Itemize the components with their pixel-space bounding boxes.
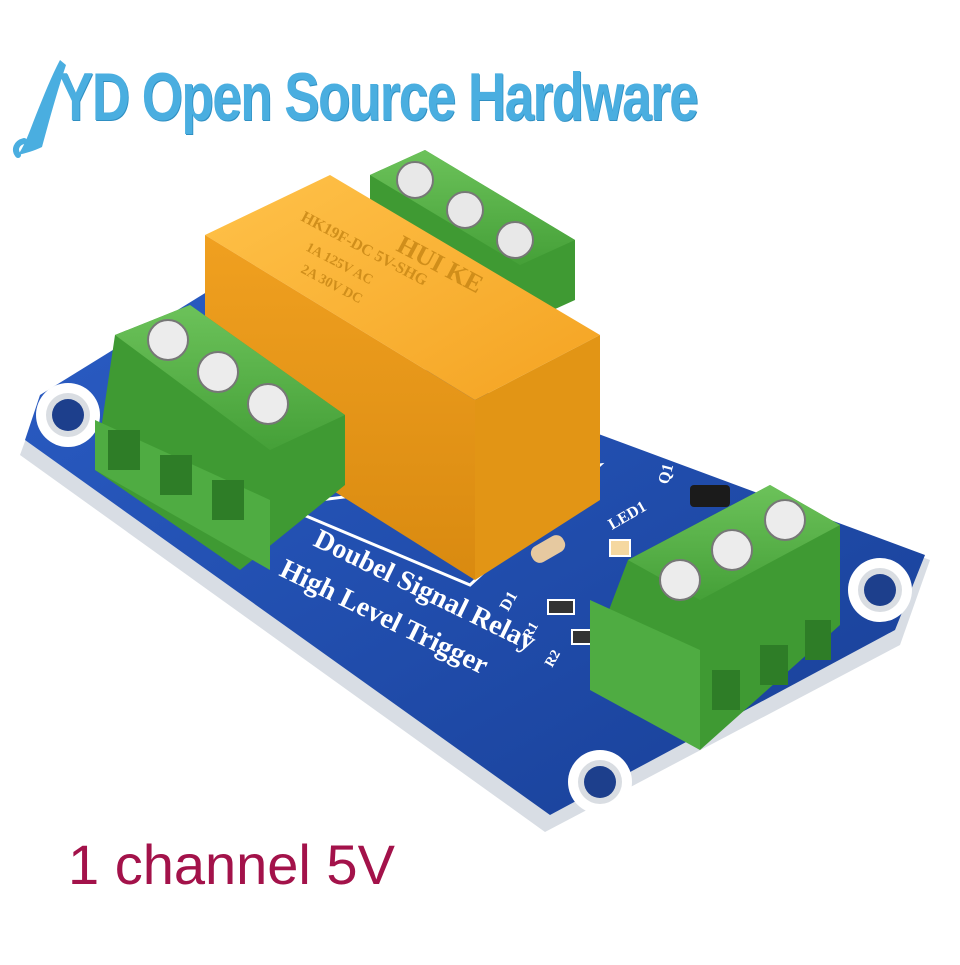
diode <box>530 535 566 563</box>
terminal-block-back <box>370 150 575 325</box>
watermark: YD Open Source Hardware <box>58 59 699 135</box>
label-resistor-1: R1 <box>520 620 542 642</box>
mounting-hole <box>848 558 912 622</box>
relay: HUI KE HK19F-DC 5V-SHG 1A 125V AC 2A 30V… <box>205 175 600 580</box>
mounting-hole <box>568 750 632 814</box>
caption: 1 channel 5V <box>68 833 395 896</box>
label-resistor-2: R2 <box>542 648 564 670</box>
mounting-hole <box>36 383 100 447</box>
label-transistor: Q1 <box>655 462 677 486</box>
terminal-block-right <box>590 485 840 750</box>
terminal-block-left <box>95 305 345 570</box>
resistor <box>547 599 575 615</box>
led <box>609 539 631 557</box>
logo-mark-icon <box>13 60 66 158</box>
transistor <box>690 485 730 507</box>
